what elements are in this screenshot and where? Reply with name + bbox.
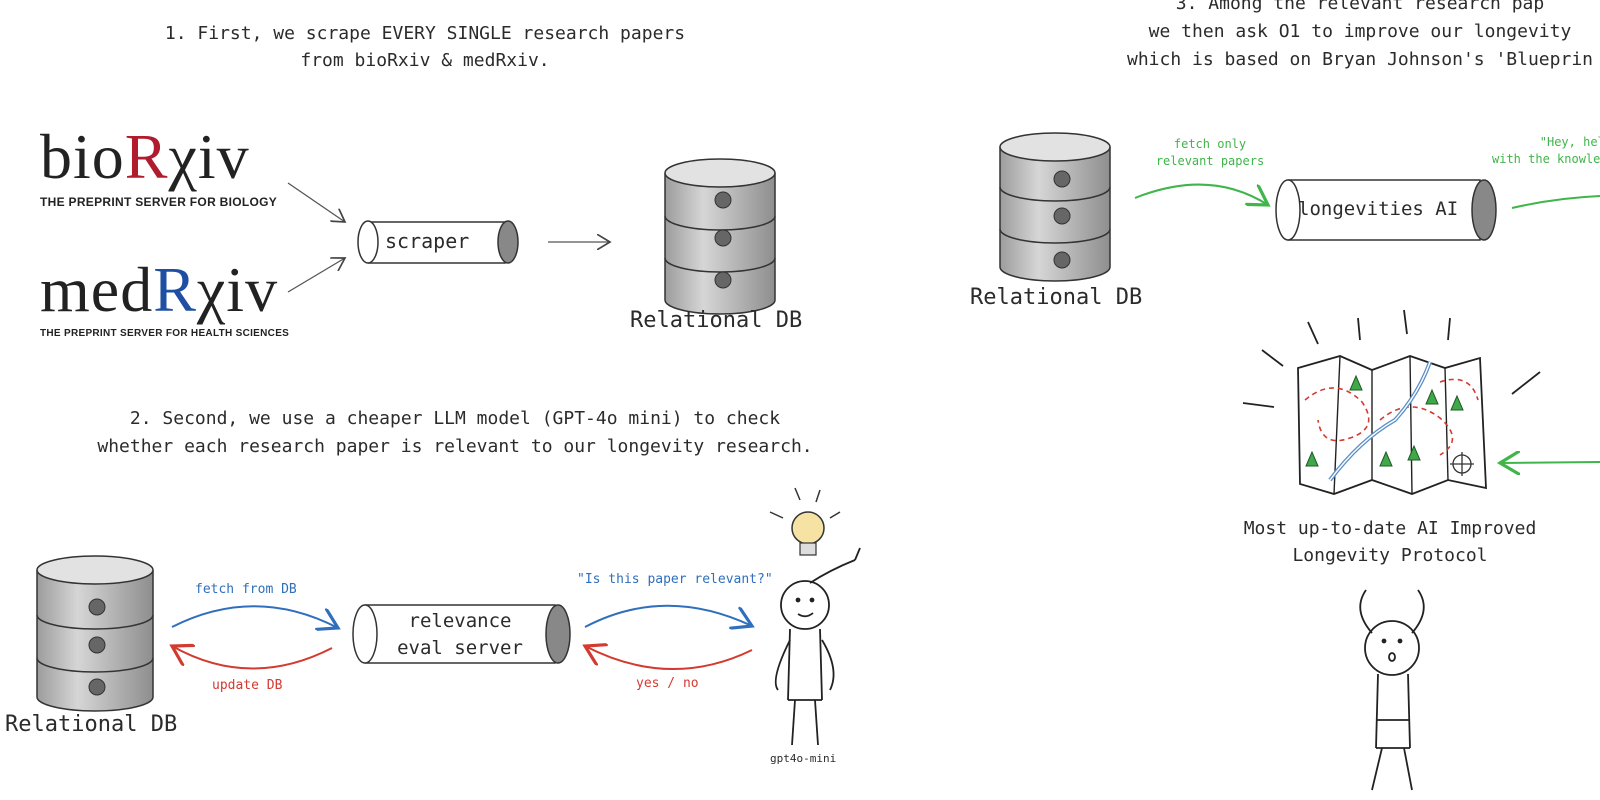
medrxiv-logo-r: R [153, 254, 197, 325]
relevance-label-line1: relevance [408, 610, 512, 632]
step2-title-line2: whether each research paper is relevant … [97, 436, 813, 457]
hey-help-label: "Hey, help with the knowledge [1492, 134, 1600, 168]
biorxiv-subtitle: THE PREPRINT SERVER FOR BIOLOGY [40, 195, 278, 209]
longevities-ai-pipe [1275, 179, 1497, 241]
db-label-1: Relational DB [630, 308, 803, 333]
fetch-from-db-label: fetch from DB [195, 582, 297, 597]
relational-db-1 [664, 158, 776, 315]
medrxiv-subtitle: THE PREPRINT SERVER FOR HEALTH SCIENCES [40, 328, 290, 339]
is-relevant-label: "Is this paper relevant?" [577, 572, 773, 587]
relational-db-2 [36, 555, 154, 712]
biorxiv-logo-pre: bio [40, 121, 125, 192]
step3-title-line2: we then ask O1 to improve our longevity [1148, 21, 1572, 42]
arrow-fetch-relevant [1134, 183, 1268, 205]
protocol-caption-line1: Most up-to-date AI Improved [1243, 518, 1537, 539]
step1-title: 1. First, we scrape EVERY SINGLE researc… [140, 20, 710, 74]
arrow-fetch-from-db [171, 605, 338, 628]
relevance-eval-label: relevance eval server [372, 608, 548, 662]
db-label-3: Relational DB [970, 285, 1143, 310]
gpt4o-mini-figure [774, 547, 861, 746]
gpt-label: gpt4o-mini [770, 752, 837, 765]
step3-title-line1: 3. Among the relevant research pap [1175, 0, 1545, 14]
step2-title-line1: 2. Second, we use a cheaper LLM model (G… [129, 408, 781, 429]
step1-title-line2: from bioRxiv & medRxiv. [300, 50, 550, 71]
relevance-label-line2: eval server [397, 637, 523, 659]
map-icon [1297, 355, 1487, 495]
arrow-update-db [172, 646, 333, 670]
map-radiating-lines [1242, 309, 1541, 408]
fetch-relevant-line2: relevant papers [1155, 154, 1265, 168]
hey-help-line2: with the knowledge [1492, 152, 1600, 166]
arrow-to-map [1500, 462, 1600, 463]
step3-title: 3. Among the relevant research pap we th… [1100, 0, 1600, 74]
excited-figure [1359, 589, 1425, 791]
arrow-is-relevant [584, 604, 752, 627]
step2-title: 2. Second, we use a cheaper LLM model (G… [40, 405, 870, 461]
relevance-eval-server-pipe [352, 604, 571, 664]
scraper-pipe [357, 220, 519, 264]
step3-title-line3: which is based on Bryan Johnson's 'Bluep… [1127, 49, 1593, 70]
medrxiv-logo[interactable]: medRχiv THE PREPRINT SERVER FOR HEALTH S… [40, 258, 290, 340]
step1-title-line1: 1. First, we scrape EVERY SINGLE researc… [164, 23, 686, 44]
relational-db-3 [999, 132, 1111, 282]
biorxiv-logo[interactable]: bioRχiv THE PREPRINT SERVER FOR BIOLOGY [40, 125, 278, 210]
biorxiv-logo-post: χiv [168, 121, 250, 192]
arrow-yes-no [585, 646, 753, 670]
biorxiv-logo-r: R [124, 121, 169, 192]
hey-help-line1: "Hey, help [1539, 135, 1600, 149]
medrxiv-logo-post: χiv [196, 254, 279, 325]
arrow-biorxiv-to-scraper [287, 182, 345, 222]
update-db-label: update DB [212, 678, 283, 693]
protocol-caption-line2: Longevity Protocol [1292, 545, 1488, 566]
fetch-relevant-line1: fetch only [1173, 137, 1247, 151]
db-label-2: Relational DB [5, 712, 178, 737]
scraper-label: scraper [385, 229, 470, 253]
arrow-hey-help [1511, 195, 1600, 209]
protocol-caption: Most up-to-date AI Improved Longevity Pr… [1215, 515, 1565, 569]
medrxiv-logo-pre: med [40, 254, 154, 325]
lightbulb-icon [769, 487, 841, 556]
fetch-relevant-label: fetch only relevant papers [1140, 136, 1280, 170]
yes-no-label: yes / no [636, 676, 699, 691]
arrow-medrxiv-to-scraper [287, 258, 345, 293]
longevities-ai-label: longevities AI [1298, 198, 1459, 220]
